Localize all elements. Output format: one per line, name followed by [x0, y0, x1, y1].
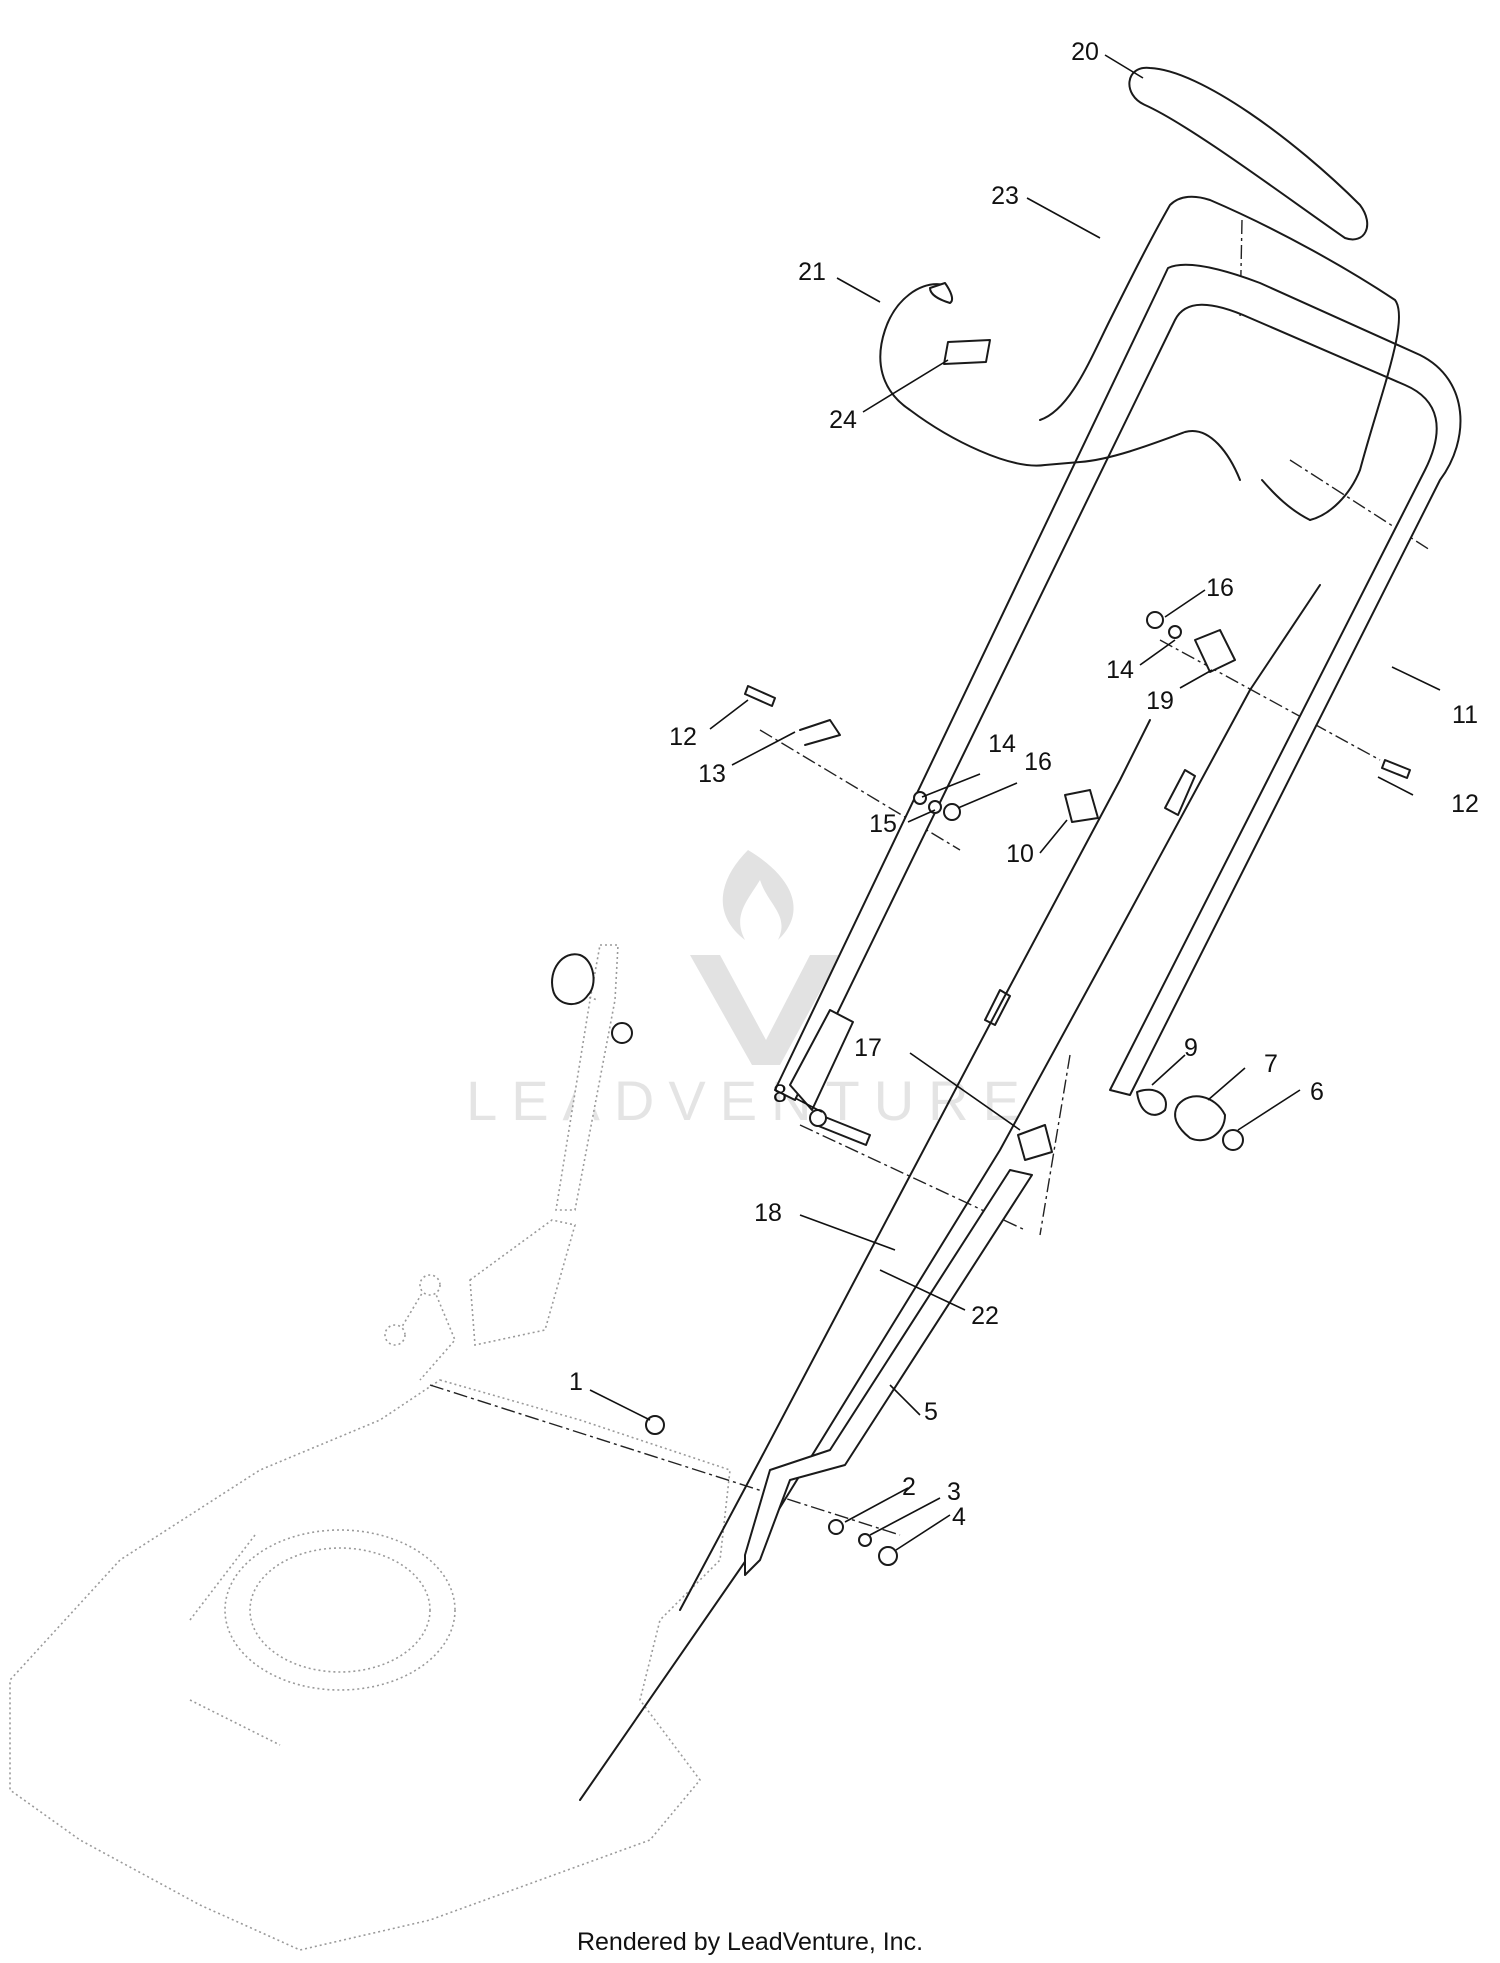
lock-washer [858, 1533, 872, 1547]
leadventure-watermark: LEADVENTURE [466, 850, 1034, 1132]
bail-bar [1039, 195, 1400, 521]
callout-5: 5 [924, 1398, 938, 1426]
callout-7: 7 [1264, 1050, 1278, 1078]
callout-22: 22 [971, 1302, 999, 1330]
hex-nut [1222, 1129, 1244, 1151]
callout-11: 11 [1452, 701, 1478, 729]
washer-left [913, 791, 927, 805]
upper-handle [774, 263, 1462, 1101]
callout-17: 17 [854, 1034, 882, 1062]
handle-knob [1174, 1095, 1226, 1142]
left-handle-assembly [469, 944, 633, 1346]
callout-21: 21 [798, 258, 826, 286]
decal [943, 339, 991, 365]
leader-lines [589, 54, 1441, 1551]
nut-upper [1146, 611, 1164, 629]
callout-12-right: 12 [1451, 790, 1479, 818]
footer-credit: Rendered by LeadVenture, Inc. [577, 1928, 923, 1956]
assembly-centerlines [429, 219, 1431, 1536]
callout-10: 10 [1006, 840, 1034, 868]
callout-23: 23 [991, 182, 1019, 210]
callout-24: 24 [829, 406, 857, 434]
callout-20: 20 [1071, 38, 1099, 66]
callout-12-left: 12 [669, 723, 697, 751]
upper-handle-left-end [789, 1009, 854, 1111]
callout-16-lower: 16 [1024, 748, 1052, 776]
cable-guide [799, 719, 841, 746]
spring [1017, 1124, 1053, 1161]
callout-15: 15 [869, 810, 897, 838]
bolt-right [1381, 759, 1411, 779]
top-grip [1128, 66, 1369, 241]
drive-cable [679, 719, 1151, 1611]
callout-3: 3 [947, 1478, 961, 1506]
callout-4: 4 [952, 1503, 966, 1531]
callout-6: 6 [1310, 1078, 1324, 1106]
flat-washer [828, 1519, 844, 1535]
control-cable [579, 584, 1321, 1801]
cable-bracket [1194, 629, 1236, 673]
callout-16-upper: 16 [1206, 574, 1234, 602]
callout-2: 2 [902, 1473, 916, 1501]
mower-deck [9, 1274, 731, 1951]
callout-8: 8 [773, 1080, 787, 1108]
spacer-washer [1136, 1088, 1167, 1116]
callout-14-upper: 14 [1106, 656, 1134, 684]
callout-18: 18 [754, 1199, 782, 1227]
drive-lever [879, 283, 1241, 481]
lower-handle [744, 1169, 1033, 1576]
callout-1: 1 [569, 1368, 583, 1396]
callout-labels: 20 23 21 24 16 14 19 11 12 12 13 14 16 1… [569, 38, 1479, 1531]
lock-washer-left [928, 800, 942, 814]
cable-clip [1064, 789, 1099, 823]
callout-9: 9 [1184, 1034, 1198, 1062]
watermark-brand-text: LEADVENTURE [466, 1069, 1034, 1132]
washer-upper [1168, 625, 1182, 639]
shoulder-bolt [645, 1415, 665, 1435]
callout-13: 13 [698, 760, 726, 788]
callout-19: 19 [1146, 687, 1174, 715]
bolt-left [744, 685, 776, 707]
acorn-nut [878, 1546, 898, 1566]
nut-left [943, 803, 961, 821]
callout-14-lower: 14 [988, 730, 1016, 758]
